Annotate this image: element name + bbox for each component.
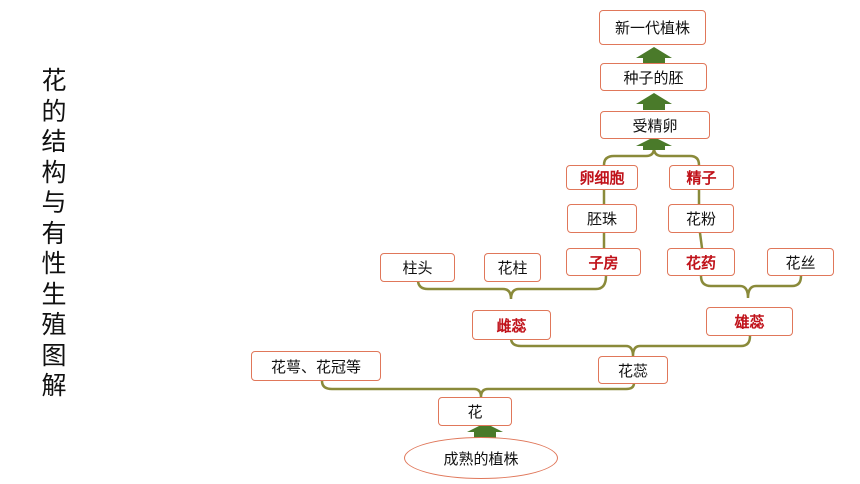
node-pollen: 花粉 bbox=[668, 204, 734, 233]
node-embryo: 种子的胚 bbox=[600, 63, 707, 91]
node-new-plant: 新一代植株 bbox=[599, 10, 706, 45]
node-anther: 花药 bbox=[667, 248, 735, 276]
node-flower: 花 bbox=[438, 397, 512, 426]
node-stamens-pistils: 花蕊 bbox=[598, 356, 668, 384]
node-mature-plant: 成熟的植株 bbox=[404, 437, 558, 479]
node-sperm: 精子 bbox=[669, 165, 734, 190]
line-pollen-anther bbox=[698, 231, 704, 250]
node-style: 花柱 bbox=[484, 253, 541, 282]
node-stigma: 柱头 bbox=[380, 253, 455, 282]
arrow-up-4 bbox=[467, 423, 503, 438]
brace-flower bbox=[320, 379, 636, 398]
node-filament: 花丝 bbox=[767, 248, 834, 276]
brace-pistil bbox=[416, 274, 608, 300]
diagram-title: 花的结构与有性生殖图解 bbox=[41, 66, 67, 400]
node-stamen: 雄蕊 bbox=[706, 307, 793, 336]
node-egg-cell: 卵细胞 bbox=[566, 165, 638, 190]
node-sepal-petal: 花萼、花冠等 bbox=[251, 351, 381, 381]
arrow-up-2 bbox=[636, 93, 672, 110]
node-zygote: 受精卵 bbox=[600, 111, 710, 139]
brace-stamen bbox=[699, 274, 803, 299]
node-ovule: 胚珠 bbox=[567, 204, 637, 233]
brace-fertilization bbox=[602, 147, 701, 167]
node-pistil: 雌蕊 bbox=[472, 310, 551, 340]
arrow-up-3 bbox=[636, 137, 672, 150]
node-ovary: 子房 bbox=[566, 248, 641, 276]
arrow-up-1 bbox=[636, 47, 672, 64]
